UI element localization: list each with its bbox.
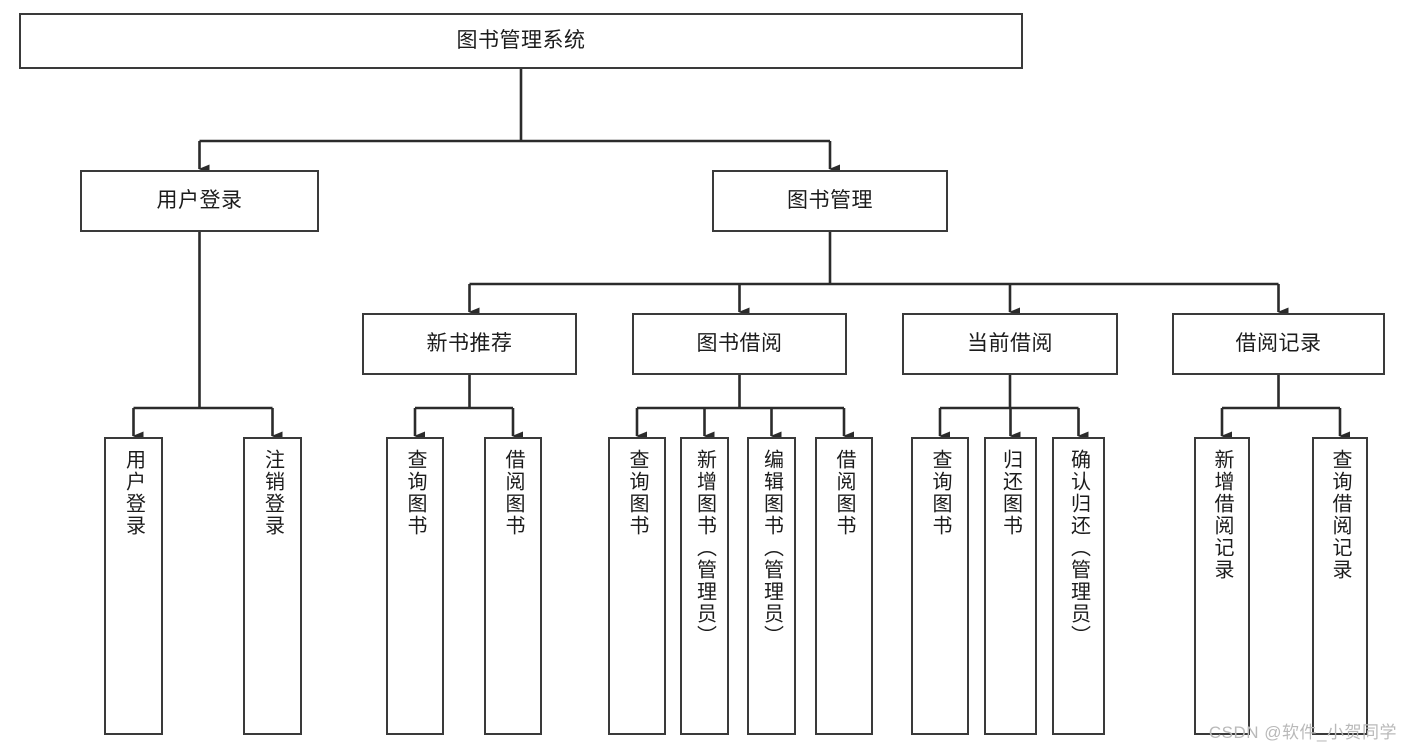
node-leaf-query-book-1[interactable]: 查询图书 — [386, 437, 444, 735]
node-book-manage[interactable]: 图书管理 — [712, 170, 948, 232]
node-label-leaf-borrow-book-2: 借阅图书 — [833, 449, 855, 537]
node-label-book-borrow: 图书借阅 — [696, 331, 783, 355]
node-leaf-add-record[interactable]: 新增借阅记录 — [1194, 437, 1250, 735]
node-label-leaf-add-record: 新增借阅记录 — [1211, 449, 1233, 581]
node-label-leaf-return-book: 归还图书 — [999, 449, 1022, 537]
node-label-leaf-borrow-book-1: 借阅图书 — [502, 449, 524, 537]
node-label-leaf-edit-book: 编辑图书（管理员） — [760, 449, 783, 647]
node-label-leaf-user-login: 用户登录 — [122, 449, 145, 537]
node-borrow-record[interactable]: 借阅记录 — [1172, 313, 1385, 375]
node-current-borrow[interactable]: 当前借阅 — [902, 313, 1118, 375]
node-leaf-return-book[interactable]: 归还图书 — [984, 437, 1037, 735]
node-label-root: 图书管理系统 — [456, 28, 586, 52]
node-label-leaf-query-book-2: 查询图书 — [626, 449, 648, 537]
node-leaf-query-book-2[interactable]: 查询图书 — [608, 437, 666, 735]
node-leaf-query-book-3[interactable]: 查询图书 — [911, 437, 969, 735]
node-root[interactable]: 图书管理系统 — [19, 13, 1023, 69]
node-book-borrow[interactable]: 图书借阅 — [632, 313, 847, 375]
node-leaf-borrow-book-1[interactable]: 借阅图书 — [484, 437, 542, 735]
node-leaf-edit-book[interactable]: 编辑图书（管理员） — [747, 437, 796, 735]
node-leaf-borrow-book-2[interactable]: 借阅图书 — [815, 437, 873, 735]
node-label-book-manage: 图书管理 — [787, 188, 873, 212]
node-leaf-query-record[interactable]: 查询借阅记录 — [1312, 437, 1368, 735]
node-leaf-logout-login[interactable]: 注销登录 — [243, 437, 302, 735]
node-leaf-add-book[interactable]: 新增图书（管理员） — [680, 437, 729, 735]
node-label-leaf-query-book-3: 查询图书 — [929, 449, 951, 537]
node-user-login[interactable]: 用户登录 — [80, 170, 319, 232]
node-new-book-recommend[interactable]: 新书推荐 — [362, 313, 577, 375]
node-label-borrow-record: 借阅记录 — [1235, 331, 1322, 355]
node-label-user-login: 用户登录 — [156, 188, 243, 212]
node-label-leaf-confirm-return: 确认归还（管理员） — [1067, 449, 1090, 647]
node-label-current-borrow: 当前借阅 — [967, 331, 1053, 355]
node-label-leaf-query-record: 查询借阅记录 — [1329, 449, 1351, 581]
node-label-new-book-recommend: 新书推荐 — [426, 331, 513, 355]
node-leaf-user-login[interactable]: 用户登录 — [104, 437, 163, 735]
node-label-leaf-add-book: 新增图书（管理员） — [693, 449, 716, 647]
node-label-leaf-logout-login: 注销登录 — [261, 449, 284, 537]
node-label-leaf-query-book-1: 查询图书 — [404, 449, 426, 537]
node-leaf-confirm-return[interactable]: 确认归还（管理员） — [1052, 437, 1105, 735]
